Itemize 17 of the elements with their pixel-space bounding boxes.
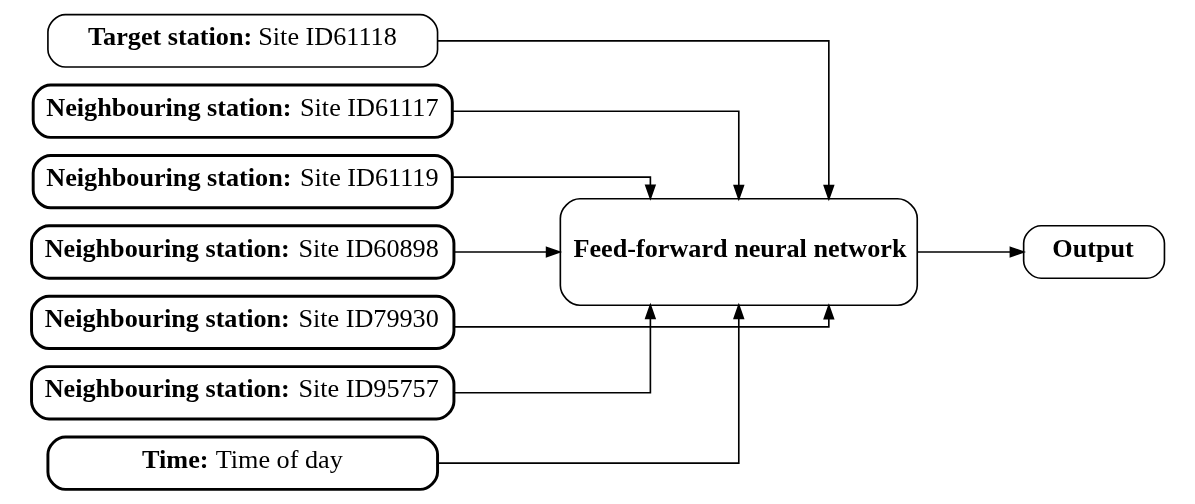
arrow xyxy=(451,110,745,202)
arrow xyxy=(436,302,745,464)
node-box: Neighbouring station: Site ID60898 xyxy=(29,224,455,280)
node-box: Neighbouring station: Site ID79930 xyxy=(29,294,455,351)
node-box: Time: Time of day xyxy=(45,435,439,491)
arrow xyxy=(453,246,562,258)
node-box: Neighbouring station: Site ID95757 xyxy=(29,365,455,421)
node-box: Target station: Site ID61118 xyxy=(46,13,438,68)
arrow xyxy=(451,176,656,201)
node-box: Neighbouring station: Site ID61117 xyxy=(31,83,454,139)
node-box: Neighbouring station: Site ID61119 xyxy=(31,153,454,210)
arrow xyxy=(453,303,835,328)
node-box: Output xyxy=(1022,225,1165,279)
arrow xyxy=(916,246,1026,258)
arrow xyxy=(453,302,656,394)
arrow xyxy=(436,40,835,202)
node-box: Feed-forward neural network xyxy=(559,197,918,307)
